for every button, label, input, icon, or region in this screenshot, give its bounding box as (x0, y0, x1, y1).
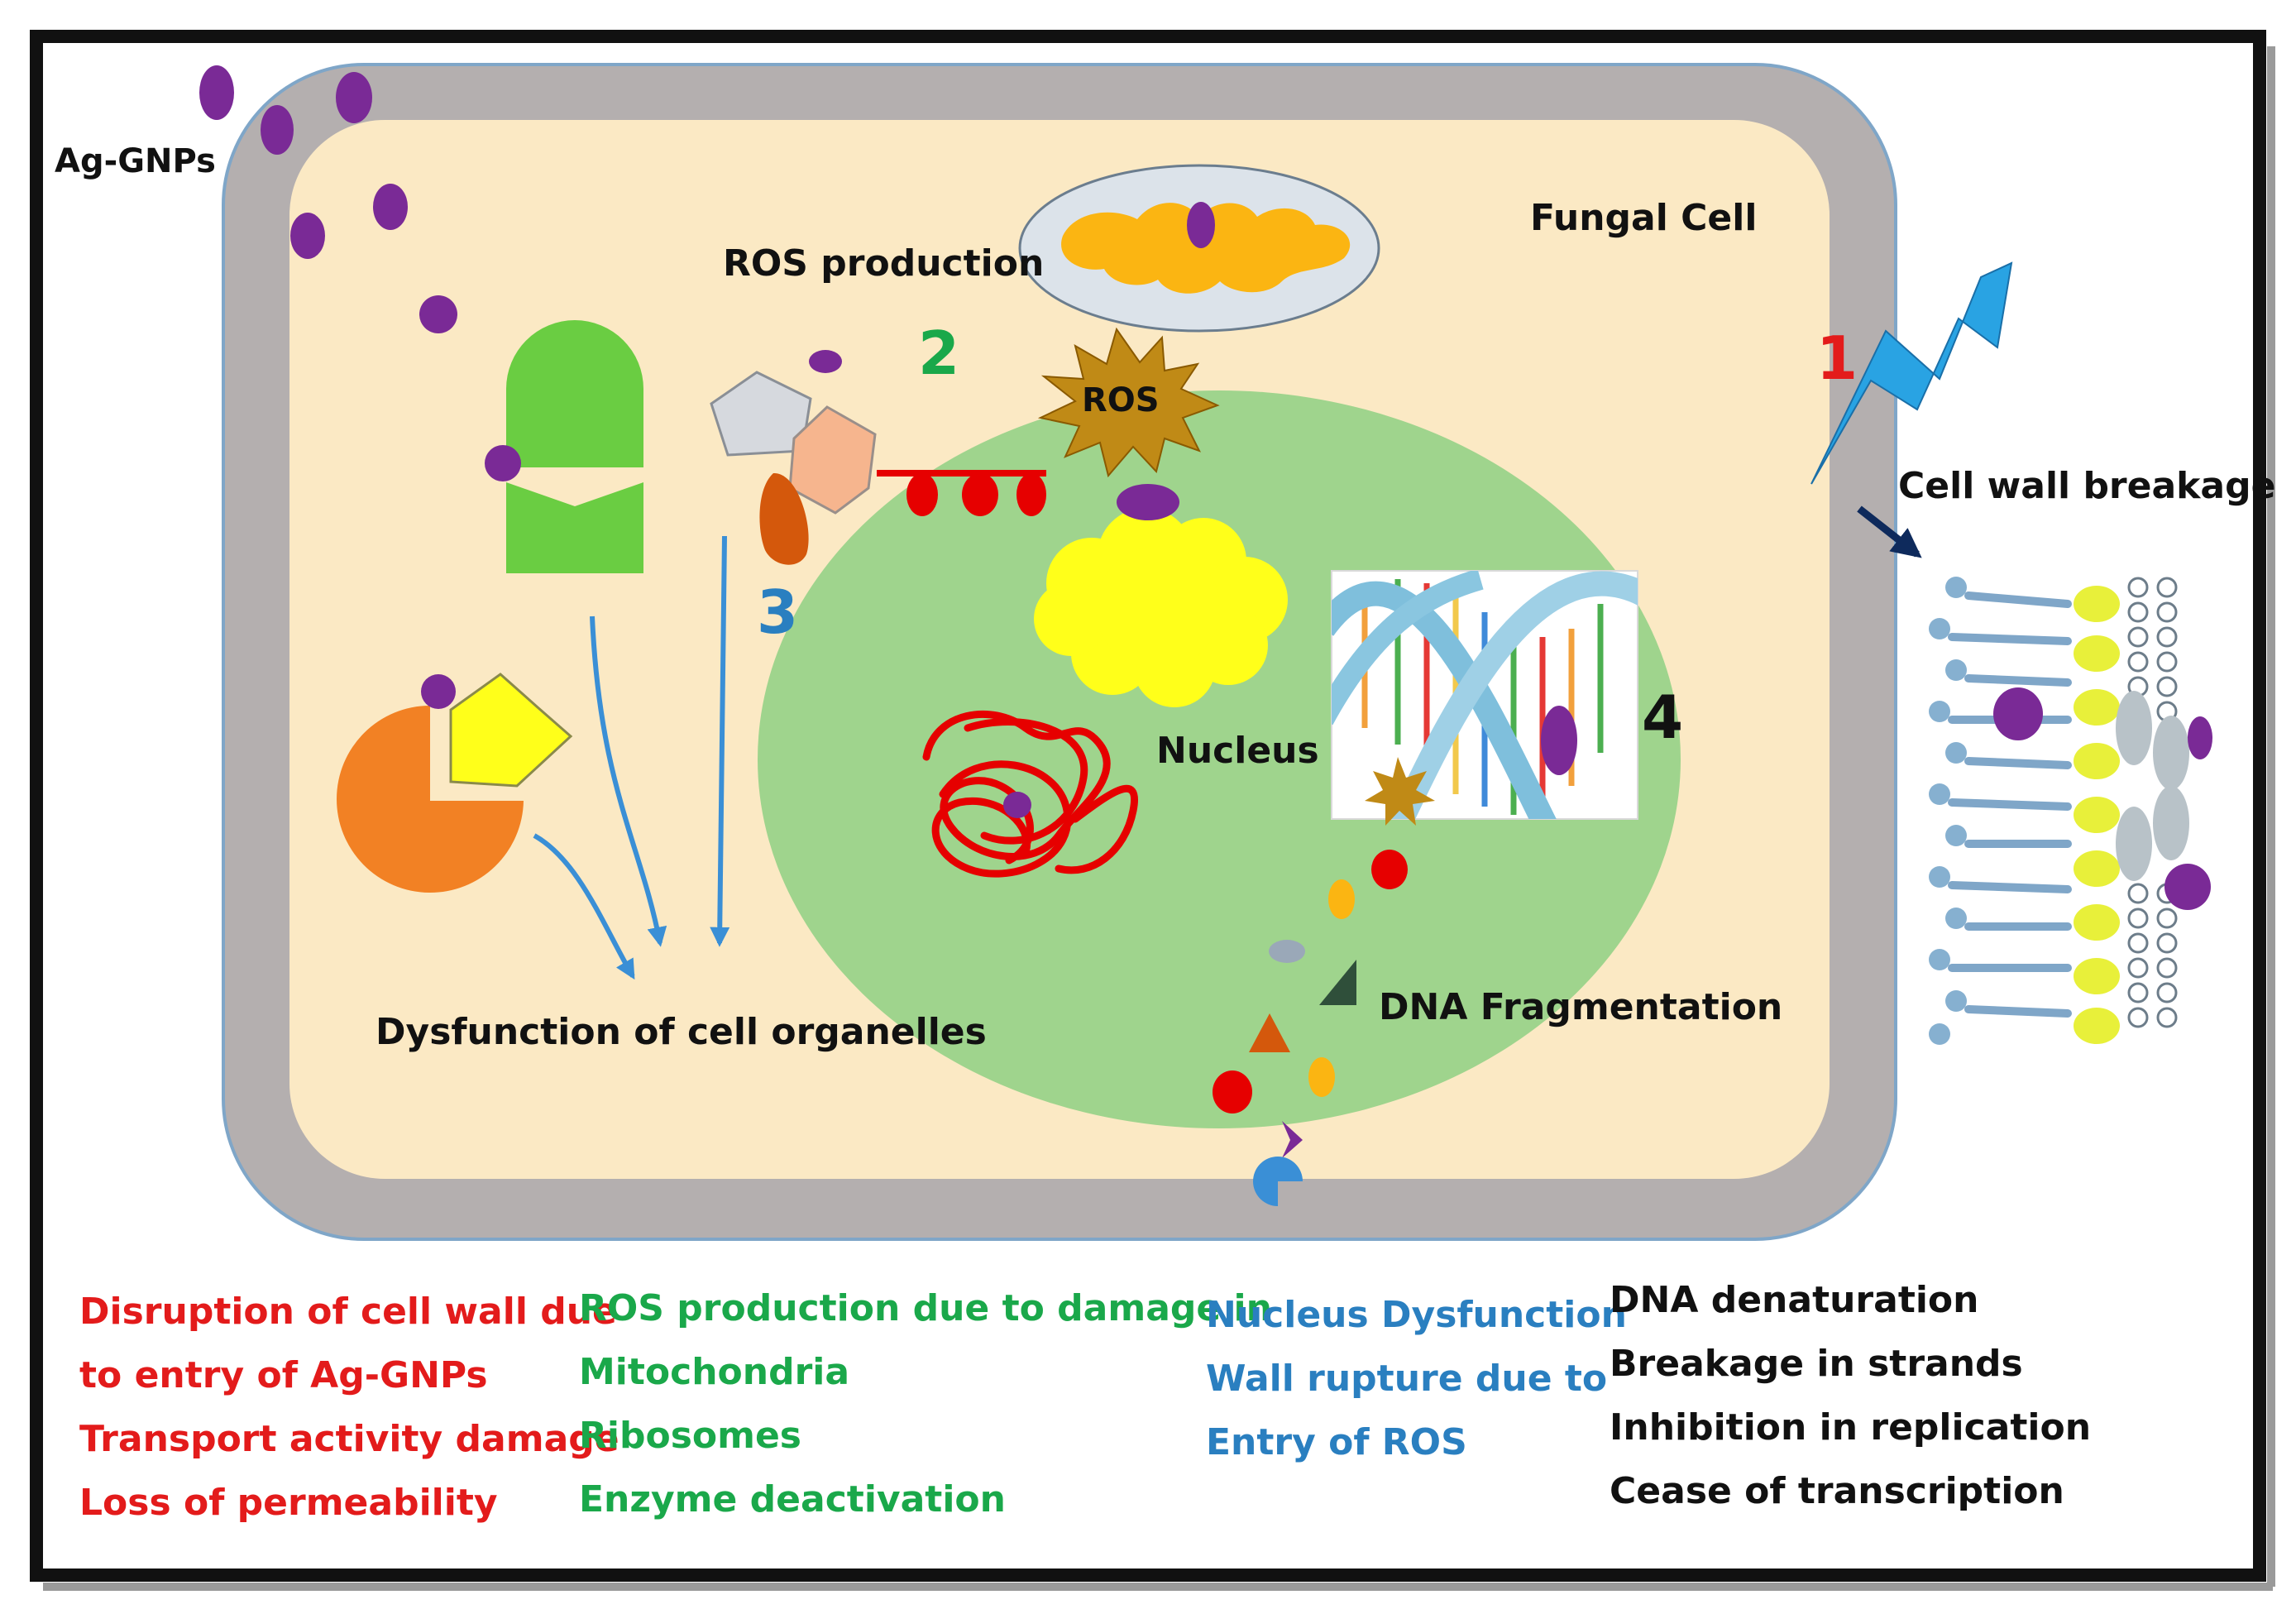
dna-fragments (1213, 850, 1408, 1206)
legend-2-line-1: ROS production due to damage in (579, 1287, 1272, 1329)
enzyme-pentagon-gray (710, 371, 812, 457)
legend-1-line-1: Disruption of cell wall due (79, 1291, 617, 1333)
dysfunction-arrows (533, 535, 730, 980)
legend-4-line-4: Cease of transcription (1610, 1470, 2064, 1512)
nucleus-top-nanoparticle (1117, 484, 1179, 520)
dysfunction-label: Dysfunction of cell organelles (375, 1011, 987, 1053)
ribosome-small-subunit (506, 482, 643, 573)
cell-wall-breakage-label: Cell wall breakage (1898, 465, 2275, 507)
dna-nanoparticle (1541, 706, 1577, 775)
legend-4-line-2: Breakage in strands (1610, 1343, 2023, 1385)
legend-4-line-1: DNA denaturation (1610, 1279, 1979, 1321)
ribosome-large-subunit (506, 320, 643, 467)
enzyme-pentagon-peach (788, 405, 877, 515)
legend-column-3: Nucleus Dysfunction Wall rupture due to … (1206, 1294, 1627, 1463)
ag-gnp-particles (199, 65, 457, 333)
legend-1-line-4: Loss of permeability (79, 1482, 498, 1524)
dna-fragmentation-label: DNA Fragmentation (1379, 986, 1782, 1028)
ag-gnps-label: Ag-GNPs (55, 142, 216, 180)
breakage-arrow (1857, 505, 1922, 558)
fungal-cell-label: Fungal Cell (1530, 197, 1757, 239)
nucleolus-cloud (1034, 508, 1288, 707)
legend-2-line-2: Mitochondria (579, 1351, 849, 1393)
protein-chain-beads (906, 473, 1046, 516)
enzyme-nanoparticle (809, 350, 842, 373)
dna-damage-starburst (1365, 757, 1435, 826)
ros-starburst (1037, 327, 1220, 478)
step-1-number: 1 (1816, 323, 1858, 393)
legend-column-2: ROS production due to damage in Mitochon… (579, 1287, 1272, 1521)
legend-1-line-2: to entry of Ag-GNPs (79, 1354, 488, 1396)
legend-1-line-3: Transport activity damage (79, 1418, 619, 1460)
legend-column-4: DNA denaturation Breakage in strands Inh… (1610, 1279, 2091, 1512)
step-3-number: 3 (757, 577, 798, 647)
ros-production-label: ROS production (723, 242, 1044, 285)
lightning-bolt (1810, 261, 2013, 485)
ribosome-nanoparticle (485, 445, 521, 481)
step-4-number: 4 (1642, 682, 1683, 752)
legend-3-line-1: Nucleus Dysfunction (1206, 1294, 1627, 1336)
membrane-bilayer (1906, 569, 2212, 1049)
enzyme-pie-nanoparticle (421, 674, 456, 709)
step-2-number: 2 (918, 318, 959, 388)
enzyme-pentagon-yellow (449, 673, 573, 788)
legend-3-line-2: Wall rupture due to (1206, 1358, 1607, 1400)
legend-2-line-3: Ribosomes (579, 1415, 801, 1457)
chromatin-nanoparticle (1003, 792, 1031, 818)
nucleus-label: Nucleus (1156, 730, 1319, 772)
legend-column-1: Disruption of cell wall due to entry of … (79, 1291, 619, 1524)
mitochondrion-nanoparticle (1187, 202, 1215, 248)
legend-4-line-3: Inhibition in replication (1610, 1406, 2091, 1449)
enzyme-orange-drop (759, 472, 809, 565)
enzyme-pie (337, 706, 524, 893)
legend-2-line-4: Enzyme deactivation (579, 1478, 1006, 1521)
ros-label: ROS (1082, 381, 1160, 419)
legend-3-line-3: Entry of ROS (1206, 1421, 1467, 1463)
mitochondrion-cristae (1061, 203, 1351, 294)
chromatin-tangle (922, 710, 1138, 878)
